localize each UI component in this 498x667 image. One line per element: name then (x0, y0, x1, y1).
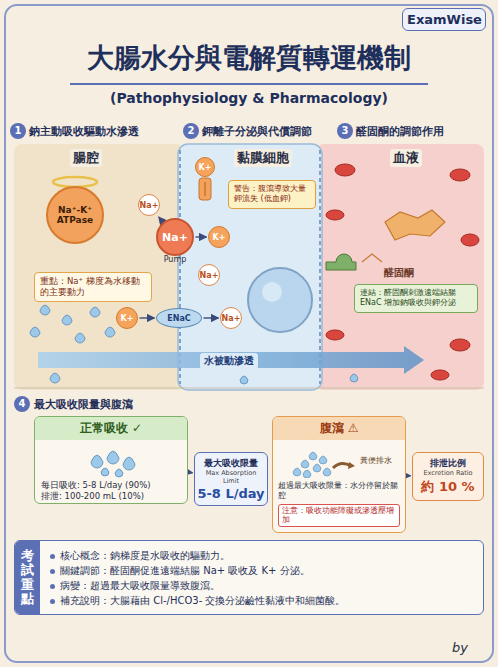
illustration-row (35, 440, 187, 480)
ion-circle: Na+ (198, 264, 220, 286)
callout-number: 1 (10, 123, 26, 139)
connector (204, 317, 219, 318)
node-text: 考試重點 (15, 541, 40, 614)
ion-circle: K+ (195, 157, 215, 177)
summary-list: 核心概念：鈉梯度是水吸收的驅動力。關鍵調節：醛固酮促進遠端結腸 Na+ 吸收及 … (40, 541, 353, 614)
node-text: 約 10 % (415, 478, 481, 496)
node-text: 每日吸收: 5-8 L/day (90%) (35, 480, 187, 491)
ratio-box: 排泄比例Excretion Ratio約 10 % (412, 452, 484, 501)
node-text: 最大吸收限量 (197, 457, 265, 470)
section-heading: 鉀離子分泌與代償調節 (202, 124, 312, 139)
node-text: Na+ (162, 231, 188, 244)
connector (158, 216, 160, 218)
ion-circle: K+ (116, 307, 138, 329)
node-text: Na+ (140, 201, 159, 210)
summary-box: 考試重點核心概念：鈉梯度是水吸收的驅動力。關鍵調節：醛固酮促進遠端結腸 Na+ … (14, 540, 484, 615)
callout-number: 3 (337, 123, 353, 139)
node-text: 核心概念：鈉梯度是水吸收的驅動力。 (48, 548, 345, 563)
ion-circle: Na+ (138, 194, 160, 216)
node-text: Pump (164, 255, 187, 264)
panel: 腹瀉 ⚠ 糞便排水超過最大吸收限量：水分停留於腸腔注意：吸收功能障礙或滲透壓增加 (272, 416, 406, 533)
signature: by (452, 640, 468, 655)
node-text: 重點：Na⁺ 梯度為水移動的主要動力 (40, 276, 146, 298)
node-text: K+ (213, 233, 226, 242)
node-text: 病變：超過最大吸收限量導致腹瀉。 (48, 578, 345, 593)
connector (189, 472, 192, 474)
callout-number: 2 (183, 123, 199, 139)
region-label: 黏膜細胞 (234, 149, 292, 167)
node-text: 排泄: 100-200 mL (10%) (35, 491, 187, 502)
pump-circle: Na⁺-K⁺ ATPase (46, 186, 104, 244)
node-text: 警告：腹瀉導致大量鉀流失 (低血鉀) (234, 184, 310, 205)
node-text: 超過最大吸收限量：水分停留於腸腔 (273, 480, 405, 502)
section-heading: 鈉主動吸收驅動水滲透 (29, 124, 139, 139)
node-text: 關鍵調節：醛固酮促進遠端結腸 Na+ 吸收及 K+ 分泌。 (48, 563, 345, 578)
node-text: Na⁺-K⁺ ATPase (50, 205, 100, 226)
illustration-row: 糞便排水 (273, 440, 405, 480)
connector (140, 317, 155, 318)
connector (196, 236, 207, 237)
note-box: 重點：Na⁺ 梯度為水移動的主要動力 (34, 272, 152, 302)
node-text: 5-8 L/day (197, 486, 265, 501)
node-text: K+ (199, 163, 212, 172)
callout-number: 4 (14, 396, 30, 412)
node-text: 排泄比例 (415, 457, 481, 470)
ion-circle: Na+ (220, 307, 242, 329)
subtitle: (Pathophysiology & Pharmacology) (20, 90, 478, 106)
node-text: 連結：醛固酮刺激遠端結腸 ENaC 增加鈉吸收與鉀分泌 (360, 288, 472, 309)
node-text: 補充說明：大腸藉由 Cl-/HCO3- 交換分泌鹼性黏液中和細菌酸。 (48, 593, 345, 608)
node-text: 正常吸收 ✓ (35, 417, 187, 440)
region-label: 腸腔 (70, 149, 102, 167)
panel: 正常吸收 ✓ 每日吸收: 5-8 L/day (90%)排泄: 100-200 m… (34, 416, 188, 504)
node-text: 注意：吸收功能障礙或滲透壓增加 (278, 504, 400, 528)
channel-ellipse: ENaC (156, 308, 202, 328)
limit-box: 最大吸收限量Max Absorption Limit5-8 L/day (194, 452, 268, 506)
hormone-label: 醛固酮 (384, 266, 414, 280)
warning-box: 警告：腹瀉導致大量鉀流失 (低血鉀) (228, 180, 316, 209)
node-text: Na+ (222, 314, 241, 323)
link-box: 連結：醛固酮刺激遠端結腸 ENaC 增加鈉吸收與鉀分泌 (354, 284, 478, 313)
node-text: ENaC (167, 314, 190, 323)
water-drops (287, 442, 357, 478)
brand-badge: ExamWise (402, 8, 486, 31)
title: 大腸水分與電解質轉運機制 (20, 40, 478, 76)
node-text: K+ (121, 314, 134, 323)
connector (407, 475, 410, 476)
region-label: 血液 (390, 149, 422, 167)
section-heading: 最大吸收限量與腹瀉 (34, 397, 133, 412)
node-text: 腹瀉 ⚠ (273, 417, 405, 440)
node-text: Max Absorption Limit (197, 470, 265, 486)
ion-circle: K+ (208, 226, 230, 248)
node-text: Na+ (200, 271, 219, 280)
water-drops (71, 442, 151, 478)
node-text: Excretion Ratio (415, 470, 481, 478)
node-text: ExamWise (407, 12, 481, 27)
node-text: 糞便排水 (360, 455, 392, 466)
pump-circle: Na+Pump (156, 218, 194, 256)
flow-label: 水被動滲透 (200, 353, 258, 369)
section-heading: 醛固酮的調節作用 (356, 124, 444, 139)
